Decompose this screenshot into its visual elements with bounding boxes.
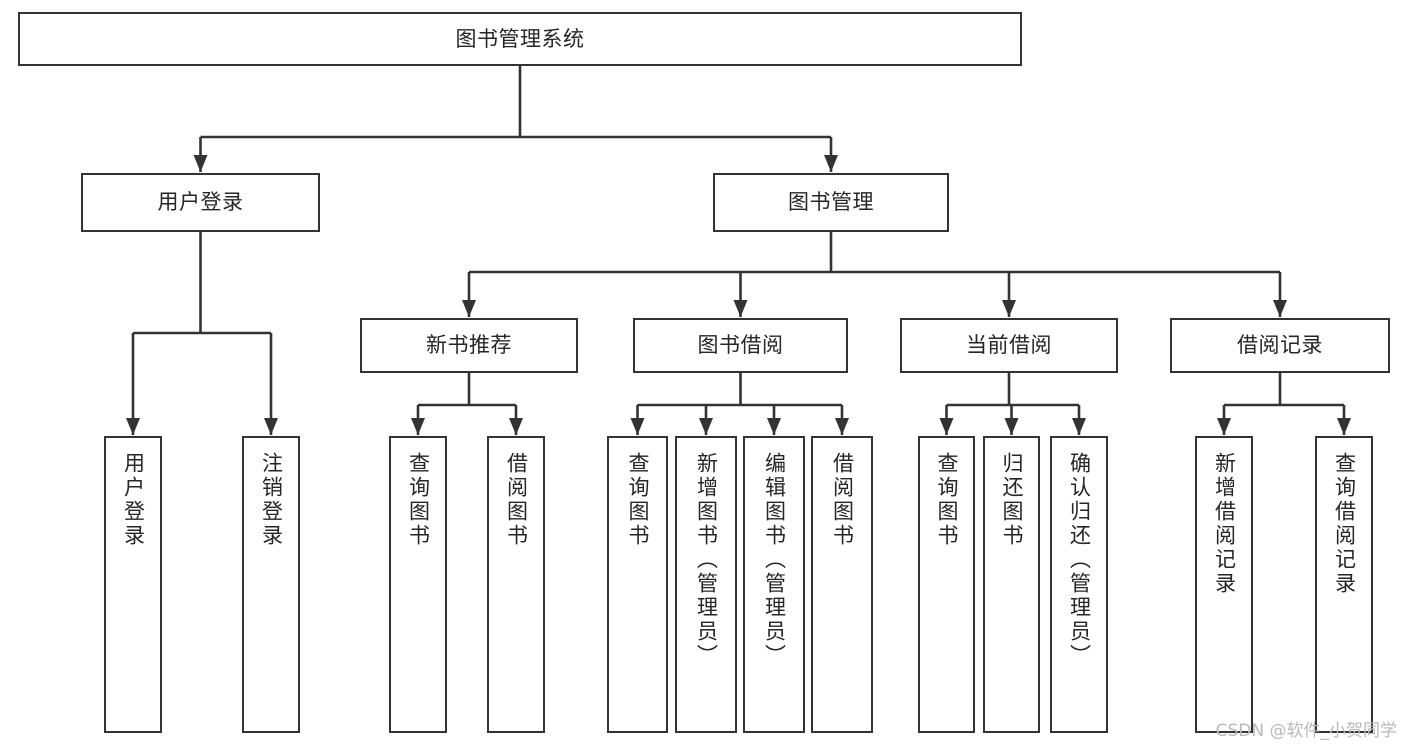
node-leaf-borrow-book-1[interactable]: 借阅图书: [487, 436, 545, 733]
node-book-borrow[interactable]: 图书借阅: [633, 318, 848, 373]
node-leaf-logout-label: 注销登录: [259, 452, 284, 548]
node-user-login-label: 用户登录: [157, 190, 244, 215]
node-leaf-query-book-1[interactable]: 查询图书: [389, 436, 447, 733]
node-new-book-rec-label: 新书推荐: [426, 333, 512, 358]
node-leaf-confirm-return-label: 确认归还（管理员）: [1067, 452, 1092, 668]
node-leaf-edit-book-label: 编辑图书（管理员）: [762, 452, 787, 668]
node-leaf-query-book-2-label: 查询图书: [626, 452, 650, 548]
node-root[interactable]: 图书管理系统: [18, 12, 1022, 66]
node-leaf-query-book-1-label: 查询图书: [406, 452, 431, 548]
node-current-borrow[interactable]: 当前借阅: [900, 318, 1118, 373]
node-leaf-confirm-return[interactable]: 确认归还（管理员）: [1050, 436, 1108, 733]
node-leaf-borrow-book-1-label: 借阅图书: [504, 452, 529, 548]
node-leaf-query-book-2[interactable]: 查询图书: [607, 436, 668, 733]
node-leaf-borrow-book-2[interactable]: 借阅图书: [811, 436, 873, 733]
node-borrow-record-label: 借阅记录: [1237, 333, 1323, 358]
node-leaf-return-book-label: 归还图书: [1000, 452, 1024, 548]
node-leaf-logout[interactable]: 注销登录: [242, 436, 300, 733]
node-leaf-add-book[interactable]: 新增图书（管理员）: [675, 436, 737, 733]
node-leaf-add-record-label: 新增借阅记录: [1212, 452, 1237, 596]
node-book-manage-label: 图书管理: [788, 190, 874, 215]
node-leaf-edit-book[interactable]: 编辑图书（管理员）: [743, 436, 805, 733]
node-book-borrow-label: 图书借阅: [697, 333, 784, 358]
node-borrow-record[interactable]: 借阅记录: [1170, 318, 1390, 373]
node-leaf-add-book-label: 新增图书（管理员）: [694, 452, 719, 668]
node-root-label: 图书管理系统: [455, 26, 585, 51]
node-leaf-user-login[interactable]: 用户登录: [104, 436, 162, 733]
node-leaf-query-record[interactable]: 查询借阅记录: [1315, 436, 1373, 733]
watermark: CSDN @软件_小贺同学: [1215, 721, 1397, 741]
node-leaf-return-book[interactable]: 归还图书: [983, 436, 1040, 733]
node-leaf-query-record-label: 查询借阅记录: [1332, 452, 1357, 596]
node-leaf-add-record[interactable]: 新增借阅记录: [1195, 436, 1253, 733]
node-leaf-user-login-label: 用户登录: [121, 452, 146, 548]
node-leaf-query-book-3[interactable]: 查询图书: [918, 436, 975, 733]
node-current-borrow-label: 当前借阅: [966, 333, 1052, 358]
node-book-manage[interactable]: 图书管理: [713, 173, 949, 232]
node-new-book-rec[interactable]: 新书推荐: [360, 318, 578, 373]
node-user-login[interactable]: 用户登录: [81, 173, 320, 232]
node-leaf-borrow-book-2-label: 借阅图书: [830, 452, 855, 548]
node-leaf-query-book-3-label: 查询图书: [935, 452, 959, 548]
